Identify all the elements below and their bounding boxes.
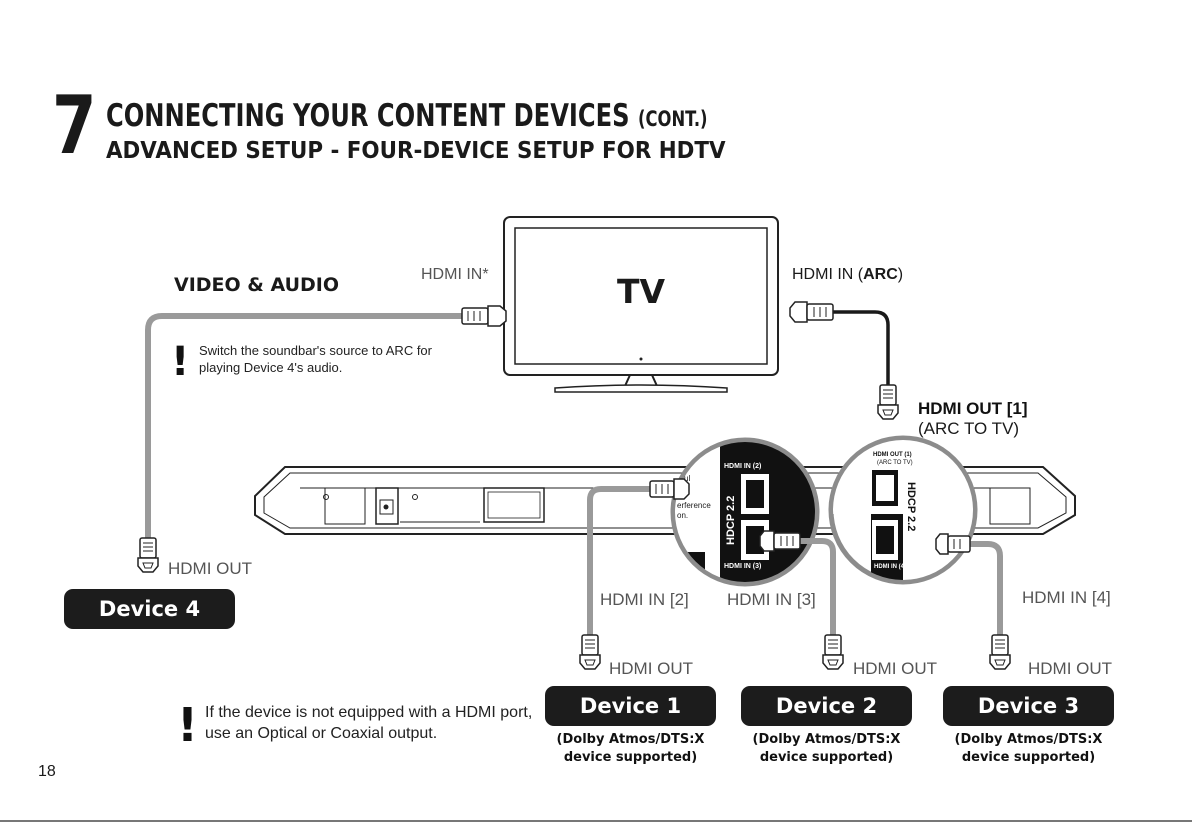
hdmi-plug-tv-arc (789, 301, 834, 323)
zoom-right-bottom-label: HDMI IN (4) (874, 564, 906, 570)
tv-hdmi-in-label: HDMI IN* (421, 266, 489, 283)
page-number: 18 (38, 763, 56, 780)
hdmi-in-2-label: HDMI IN [2] (600, 590, 689, 609)
page-title: CONNECTING YOUR CONTENT DEVICES (CONT.) (106, 98, 708, 134)
section-number: 7 (52, 79, 97, 172)
device-4-box: Device 4 (64, 589, 235, 629)
device1-support-line1: (Dolby Atmos/DTS:X (556, 732, 705, 747)
hdmi-plug-device2 (822, 634, 844, 670)
page-subtitle: ADVANCED SETUP - FOUR-DEVICE SETUP FOR H… (106, 138, 726, 164)
zoom-right-arc-label: (ARC TO TV) (877, 460, 913, 466)
partial-text-3: on. (677, 511, 688, 520)
device2-support-line1: (Dolby Atmos/DTS:X (752, 732, 901, 747)
arc-note: Switch the soundbar's source to ARC for … (199, 343, 432, 375)
soundbar-arc-to-tv-label: (ARC TO TV) (918, 419, 1020, 438)
video-audio-label: VIDEO & AUDIO (174, 274, 340, 296)
device3-support-line2: device supported) (961, 750, 1096, 765)
tv-hdmi-arc-label: HDMI IN (ARC) (792, 266, 903, 284)
zoom-left-top-label: HDMI IN (2) (724, 463, 761, 470)
tv-label: TV (617, 272, 666, 311)
hdmi-in-3-label: HDMI IN [3] (727, 590, 816, 609)
hdmi-plug-device3 (989, 634, 1011, 670)
device1-support-line2: device supported) (563, 750, 698, 765)
zoom-right-top-label: HDMI OUT (1) (873, 452, 912, 458)
hdmi-plug-tv-in (461, 305, 507, 327)
hdmi-plug-in-3 (759, 530, 801, 552)
soundbar-hdmi-out-label: HDMI OUT [1] (918, 399, 1028, 418)
device1-hdmi-out-label: HDMI OUT (609, 659, 694, 678)
page-bottom-rule (0, 820, 1192, 822)
partial-text-2: erference (677, 501, 711, 510)
hdmi-plug-in-2 (649, 478, 690, 500)
hdmi-plug-device1 (579, 634, 601, 670)
warning-icon: ! (171, 339, 190, 385)
zoom-left-hdcp: HDCP 2.2 (725, 496, 737, 545)
zoom-right-hdcp: HDCP 2.2 (905, 482, 917, 531)
hdmi-plug-in-4 (935, 533, 971, 555)
hdmi-in-4-label: HDMI IN [4] (1022, 588, 1111, 607)
device2-support: (Dolby Atmos/DTS:X device supported) (741, 731, 912, 767)
warning-icon-bottom: ! (177, 698, 198, 752)
arc-suffix: ) (897, 266, 904, 283)
arc-prefix: HDMI IN ( (792, 266, 864, 283)
bottom-note: If the device is not equipped with a HDM… (205, 704, 533, 742)
title-main: CONNECTING YOUR CONTENT DEVICES (106, 98, 630, 134)
device3-support: (Dolby Atmos/DTS:X device supported) (943, 731, 1114, 767)
device2-hdmi-out-label: HDMI OUT (853, 659, 938, 678)
hdmi-plug-device4 (137, 537, 159, 573)
partial-text-1: ul (684, 474, 690, 483)
zoom-ports-right: HDMI OUT (1) (ARC TO TV) HDMI IN (4) HDC… (828, 435, 978, 585)
tv-graphic (503, 216, 779, 393)
device3-support-line1: (Dolby Atmos/DTS:X (954, 732, 1103, 747)
device-2-box: Device 2 (741, 686, 912, 726)
device3-hdmi-out-label: HDMI OUT (1028, 659, 1113, 678)
cables (145, 310, 1003, 638)
zoom-left-bottom-label: HDMI IN (3) (724, 563, 761, 570)
arc-bold: ARC (863, 266, 898, 283)
hdmi-plug-soundbar-out (877, 384, 899, 420)
device-3-box: Device 3 (943, 686, 1114, 726)
device-1-box: Device 1 (545, 686, 716, 726)
zoom-ports-left: HDMI IN (2) HDMI IN (3) HDCP 2.2 ul erfe… (670, 437, 820, 587)
device4-hdmi-out-label: HDMI OUT (168, 559, 253, 578)
device1-support: (Dolby Atmos/DTS:X device supported) (545, 731, 716, 767)
device2-support-line2: device supported) (759, 750, 894, 765)
title-cont: (CONT.) (638, 107, 708, 131)
